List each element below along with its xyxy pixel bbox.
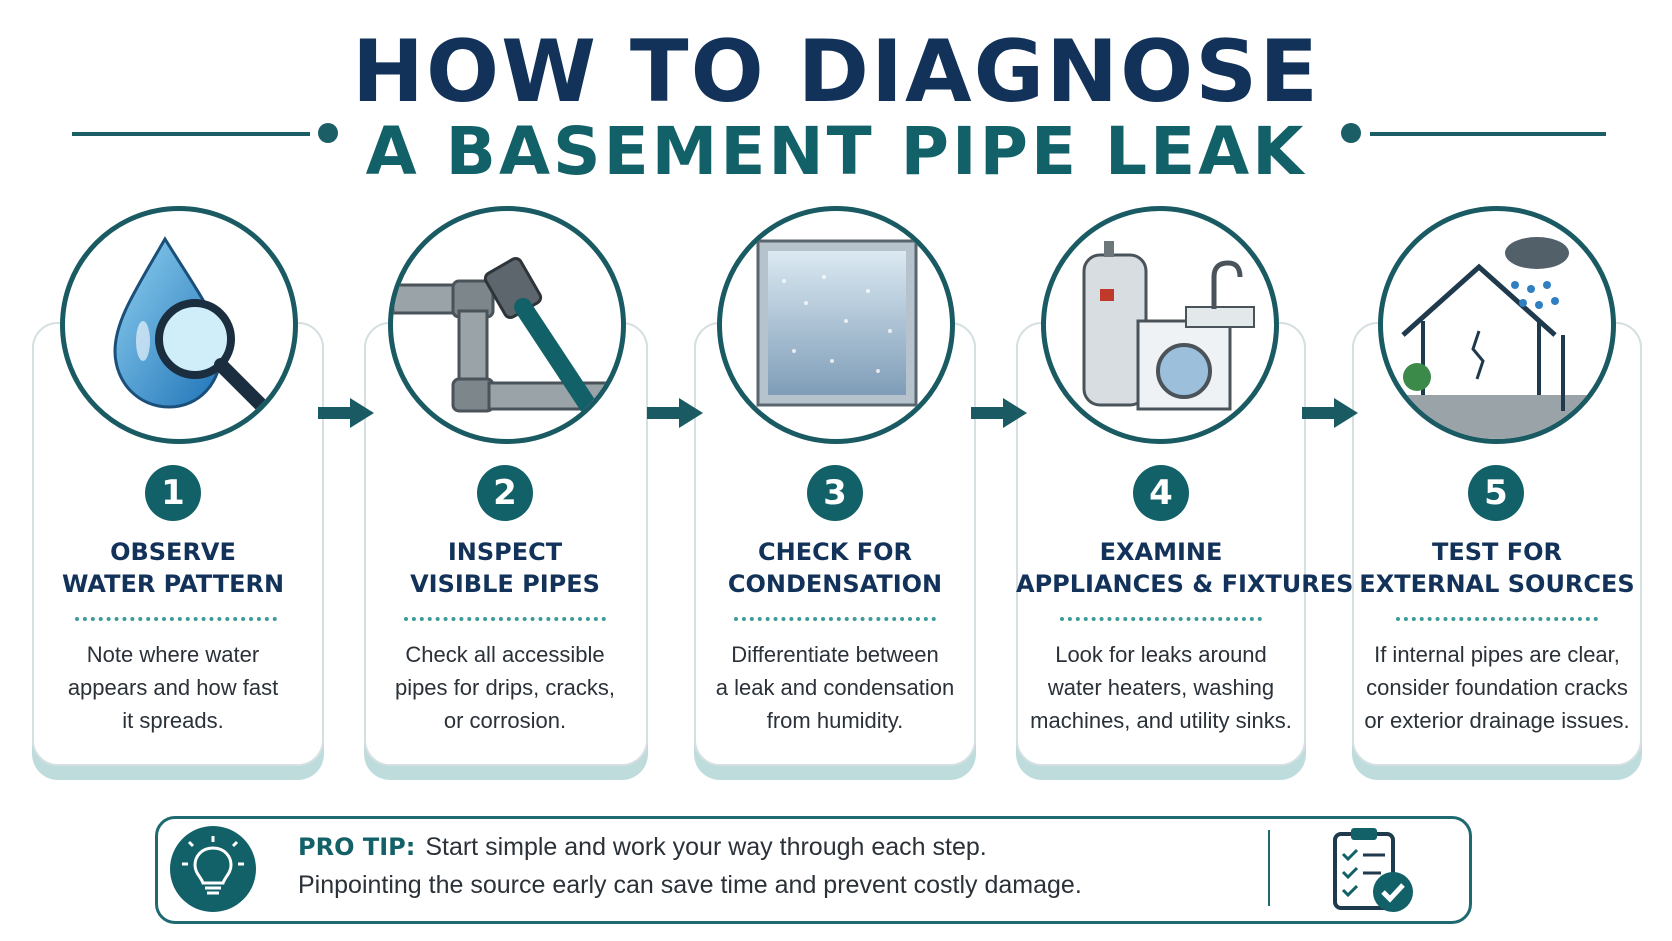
water-drop-magnifier-icon	[113, 236, 268, 412]
header-rule-dot-left	[318, 123, 338, 143]
arrow-3-to-4-icon	[971, 398, 1027, 428]
step-4-divider	[1060, 617, 1262, 621]
pro-tip-box	[155, 816, 1472, 924]
title-line-2: A BASEMENT PIPE LEAK	[365, 113, 1307, 190]
lightbulb-icon	[170, 826, 256, 912]
header-rule-dot-right	[1341, 123, 1361, 143]
pro-tip-line-1: PRO TIP:Start simple and work your way t…	[298, 833, 987, 861]
pro-tip-line-2: Pinpointing the source early can save ti…	[298, 871, 1082, 899]
clipboard-check-icon	[1333, 828, 1413, 912]
step-5-icon-circle	[1378, 206, 1616, 444]
step-3-divider	[734, 617, 936, 621]
pipe-wrench-icon	[393, 257, 621, 416]
arrow-1-to-2-icon	[318, 398, 374, 428]
step-4-icon-circle	[1041, 206, 1279, 444]
pro-tip-label: PRO TIP:	[298, 833, 416, 861]
step-2-number: 2	[477, 465, 533, 521]
header-rule-left	[72, 132, 310, 136]
header-rule-right	[1370, 132, 1606, 136]
step-3-number: 3	[807, 465, 863, 521]
step-1-divider	[75, 617, 277, 621]
arrow-4-to-5-icon	[1302, 398, 1358, 428]
step-5-divider	[1396, 617, 1598, 621]
arrow-2-to-3-icon	[647, 398, 703, 428]
pro-tip-separator	[1268, 830, 1270, 906]
step-2-divider	[404, 617, 606, 621]
title-line-1: HOW TO DIAGNOSE	[352, 22, 1320, 122]
step-5-description: If internal pipes are clear,consider fou…	[1364, 642, 1630, 733]
step-4-number: 4	[1133, 465, 1189, 521]
step-1-number: 1	[145, 465, 201, 521]
step-5-number: 5	[1468, 465, 1524, 521]
appliances-icon	[1082, 241, 1255, 411]
condensation-window-icon	[756, 239, 918, 407]
step-2-icon-circle	[388, 206, 626, 444]
step-3-icon-circle	[717, 206, 955, 444]
house-rain-icon	[1383, 237, 1611, 439]
step-1-icon-circle	[60, 206, 298, 444]
